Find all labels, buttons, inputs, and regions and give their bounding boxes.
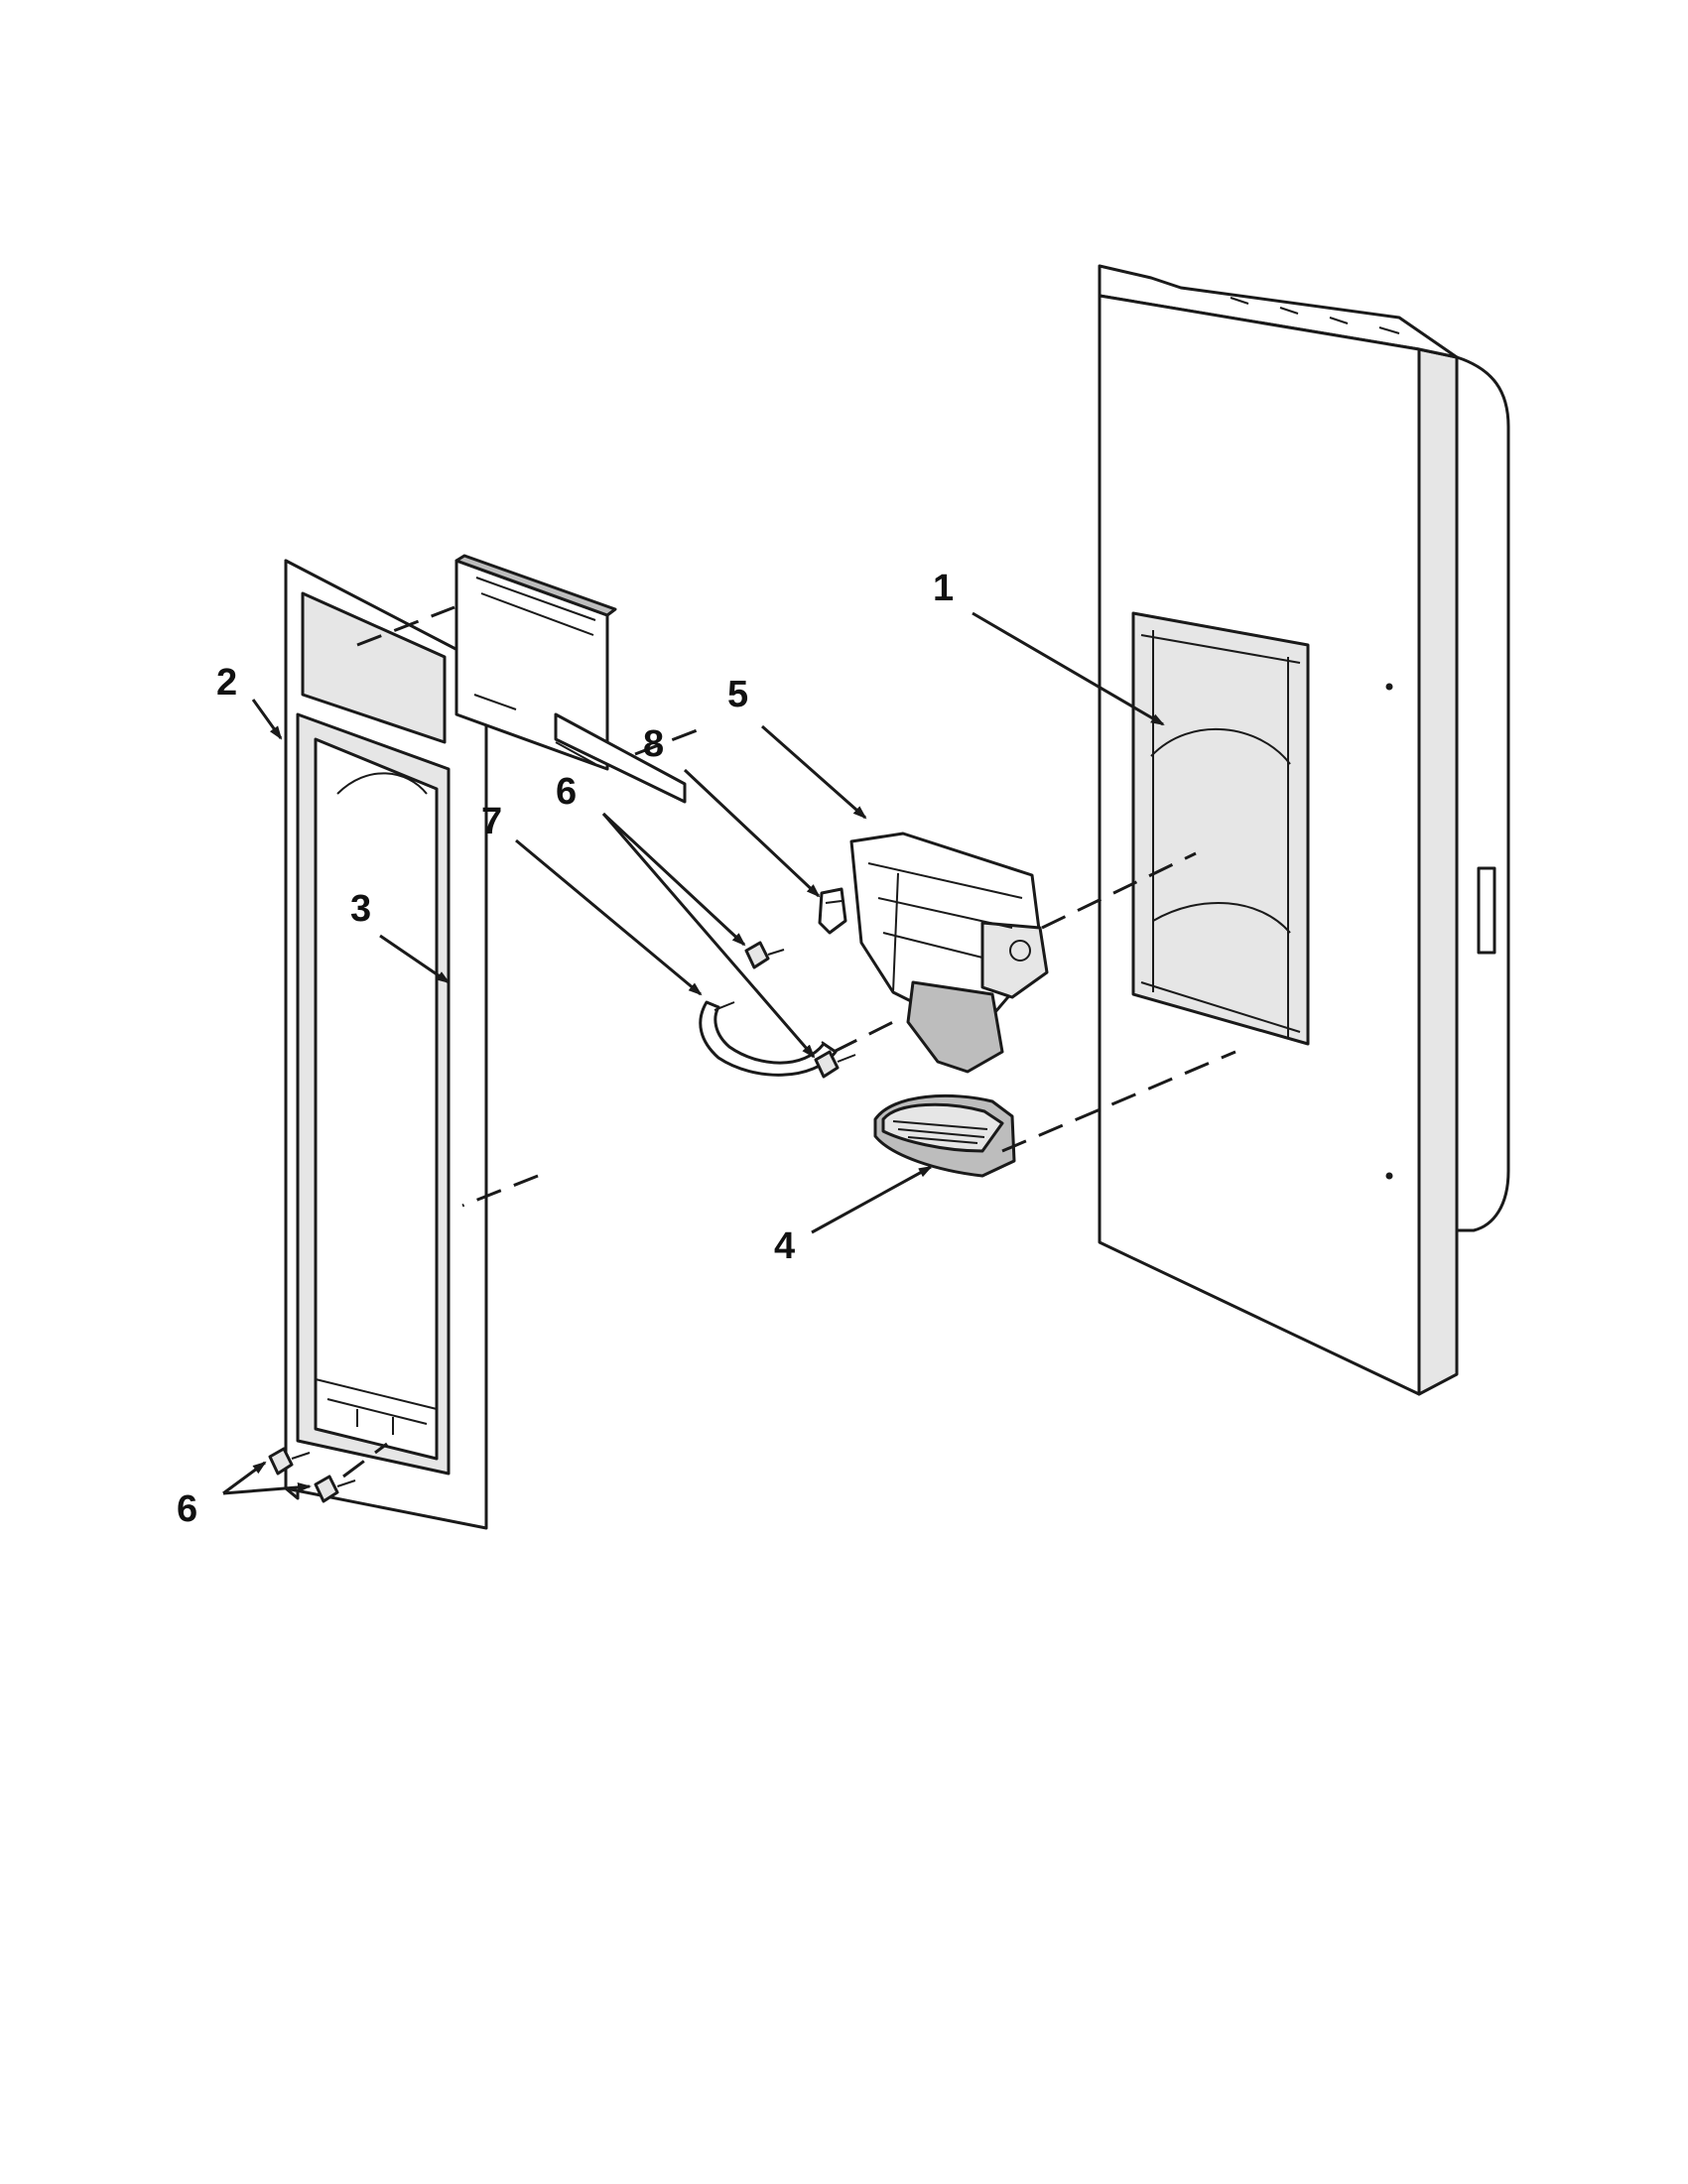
callout-4: 4 xyxy=(774,1225,795,1267)
dispenser-bezel xyxy=(284,559,488,1530)
callout-leaders xyxy=(222,611,1165,1495)
drip-tray xyxy=(873,1093,1016,1178)
screw-middle xyxy=(814,1050,856,1079)
callout-7: 7 xyxy=(481,801,502,842)
callout-6-top: 6 xyxy=(556,771,577,813)
callout-3: 3 xyxy=(350,888,371,930)
callout-labels: 1 2 3 4 5 6 6 7 8 xyxy=(177,568,954,1530)
screw-lower-2 xyxy=(314,1475,356,1503)
control-board-housing xyxy=(454,554,687,804)
callout-2: 2 xyxy=(216,662,237,704)
retainer-clip xyxy=(818,887,847,935)
screw-lower-1 xyxy=(268,1447,311,1476)
screw-upper xyxy=(744,941,785,969)
callout-6-bottom: 6 xyxy=(177,1488,197,1530)
chute-deflector xyxy=(699,1000,838,1077)
callout-5: 5 xyxy=(727,674,748,715)
callout-8: 8 xyxy=(643,723,664,765)
assembly-lines xyxy=(342,605,1236,1478)
door-panel xyxy=(1098,264,1510,1396)
callout-1: 1 xyxy=(933,568,954,609)
dispenser-motor-assembly xyxy=(849,832,1049,1074)
